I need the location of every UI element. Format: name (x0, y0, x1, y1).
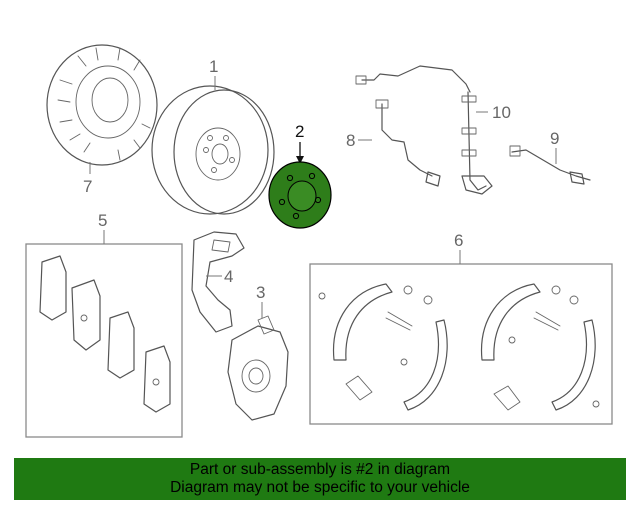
wear-sensor-part[interactable] (375, 99, 441, 187)
brake-rotor-part[interactable] (151, 85, 275, 215)
callout-10: 10 (492, 103, 511, 122)
callout-4: 4 (224, 267, 233, 286)
parking-brake-shoes-right[interactable] (480, 283, 600, 411)
brake-sensor-part[interactable] (509, 145, 591, 185)
callout-9: 9 (550, 129, 559, 148)
diagram-notice-banner: Part or sub-assembly is #2 in diagram Di… (14, 458, 626, 500)
callout-2: 2 (295, 122, 304, 141)
banner-line-disclaimer: Diagram may not be specific to your vehi… (170, 479, 470, 496)
callout-7: 7 (83, 177, 92, 196)
dust-shield-part[interactable] (46, 44, 158, 166)
callout-5: 5 (98, 211, 107, 230)
highlighted-part-2[interactable] (268, 161, 332, 229)
brake-pad-set[interactable] (39, 255, 171, 413)
callout-3: 3 (256, 283, 265, 302)
parking-brake-shoes-left[interactable] (318, 283, 448, 411)
brake-caliper-part[interactable] (227, 315, 289, 421)
brake-parts-diagram: 7 1 2 10 8 (25, 44, 613, 438)
callout-6: 6 (454, 231, 463, 250)
callout-2-arrowhead (296, 156, 304, 164)
parking-brake-box (309, 263, 613, 425)
caliper-bracket-part[interactable] (191, 231, 245, 333)
callout-1: 1 (209, 57, 218, 76)
banner-line-part-number: Part or sub-assembly is #2 in diagram (189, 461, 451, 478)
callout-8: 8 (346, 131, 355, 150)
brake-pads-box (25, 243, 183, 438)
sensor-cable-part[interactable] (355, 65, 493, 195)
